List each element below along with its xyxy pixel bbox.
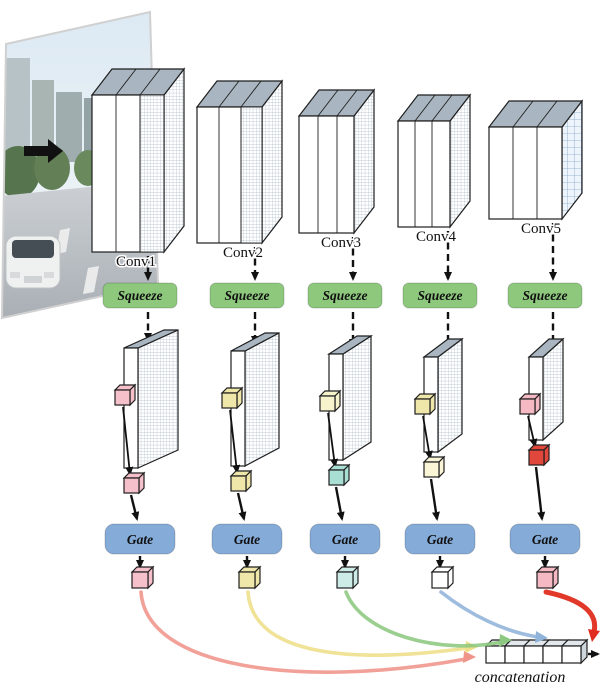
mid-cube-5: [518, 392, 542, 416]
conv5-block: [487, 99, 584, 221]
slab4-down-arrow: [422, 415, 433, 460]
conv1-label: Conv1: [116, 254, 156, 270]
mid-cube-3: [318, 389, 342, 413]
concat-cube: [504, 645, 525, 664]
slab5-down-arrow: [527, 415, 538, 448]
skip-arrowhead-4: [535, 631, 548, 643]
bottom-cube-5: [527, 443, 551, 467]
feature-to-gate-arrow-5: [534, 466, 546, 521]
skip-arrowhead-1: [463, 651, 476, 663]
gate-box-1: Gate: [104, 523, 176, 555]
conv3-block: [297, 88, 376, 235]
feature-slab-3: [326, 334, 374, 462]
conv2-label: Conv2: [223, 245, 263, 261]
conv5-label: Conv5: [521, 221, 561, 237]
mid-cube-2: [220, 386, 244, 410]
squeeze-box-3: Squeeze: [307, 282, 383, 309]
car: [5, 235, 61, 289]
squeeze-box-1: Squeeze: [102, 282, 178, 309]
mid-cube-4: [413, 392, 437, 416]
concatenation-label: concatenation: [475, 669, 566, 686]
gate-box-4: Gate: [404, 523, 476, 555]
concat-cube: [523, 645, 544, 664]
gate-label-5: Gate: [532, 532, 558, 547]
bottom-cube-3: [327, 463, 351, 487]
slab1-down-arrow: [122, 406, 134, 476]
gate-label-3: Gate: [332, 532, 358, 547]
skip-connection-arrow-2: [246, 590, 470, 657]
gate-label-4: Gate: [427, 532, 453, 547]
feature-to-gate-arrow-2: [236, 492, 247, 521]
conv3-label: Conv3: [321, 235, 361, 251]
feature-to-gate-arrow-4: [429, 478, 440, 521]
bottom-cube-2: [229, 469, 253, 493]
gate-label-1: Gate: [127, 532, 153, 547]
output-cube-5: [535, 565, 560, 590]
squeeze-label-2: Squeeze: [225, 288, 270, 303]
feature-to-gate-arrow-1: [129, 494, 140, 521]
skip-connection-arrow-4: [439, 590, 540, 639]
squeeze-label-4: Squeeze: [418, 288, 463, 303]
skip-arrowhead-3: [499, 634, 512, 647]
skip-arrowhead-5: [588, 629, 600, 642]
mid-cube-1: [113, 383, 137, 407]
conv4-label: Conv4: [416, 229, 457, 245]
slab3-down-arrow: [327, 412, 339, 468]
squeeze-box-2: Squeeze: [209, 282, 285, 309]
input-arrow-icon: [24, 139, 63, 163]
output-cube-3: [335, 565, 360, 590]
squeeze-label-1: Squeeze: [118, 288, 163, 303]
bottom-cube-4: [422, 455, 446, 479]
gate-box-2: Gate: [211, 523, 283, 555]
feature-to-gate-arrow-3: [334, 486, 345, 521]
conv1-block: [90, 67, 186, 254]
squeeze-label-5: Squeeze: [523, 288, 568, 303]
skip-connection-arrow-1: [139, 590, 468, 674]
skip-connection-arrow-3: [344, 590, 504, 648]
concat-cube: [485, 645, 506, 664]
output-cube-4: [430, 565, 455, 590]
bottom-cube-1: [122, 471, 146, 495]
squeeze-box-4: Squeeze: [402, 282, 478, 309]
output-cube-1: [130, 565, 155, 590]
concat-cube: [561, 645, 582, 664]
skip-connection-arrow-5: [543, 589, 598, 635]
gate-box-5: Gate: [509, 523, 581, 555]
concat-cube: [542, 645, 563, 664]
output-cube-2: [237, 565, 262, 590]
conv4-block: [396, 93, 472, 229]
squeeze-box-5: Squeeze: [507, 282, 583, 309]
slab2-down-arrow: [229, 409, 241, 474]
gate-box-3: Gate: [309, 523, 381, 555]
conv2-block: [195, 79, 284, 245]
squeeze-label-3: Squeeze: [323, 288, 368, 303]
feature-slab-5: [527, 337, 565, 442]
gate-label-2: Gate: [234, 532, 260, 547]
